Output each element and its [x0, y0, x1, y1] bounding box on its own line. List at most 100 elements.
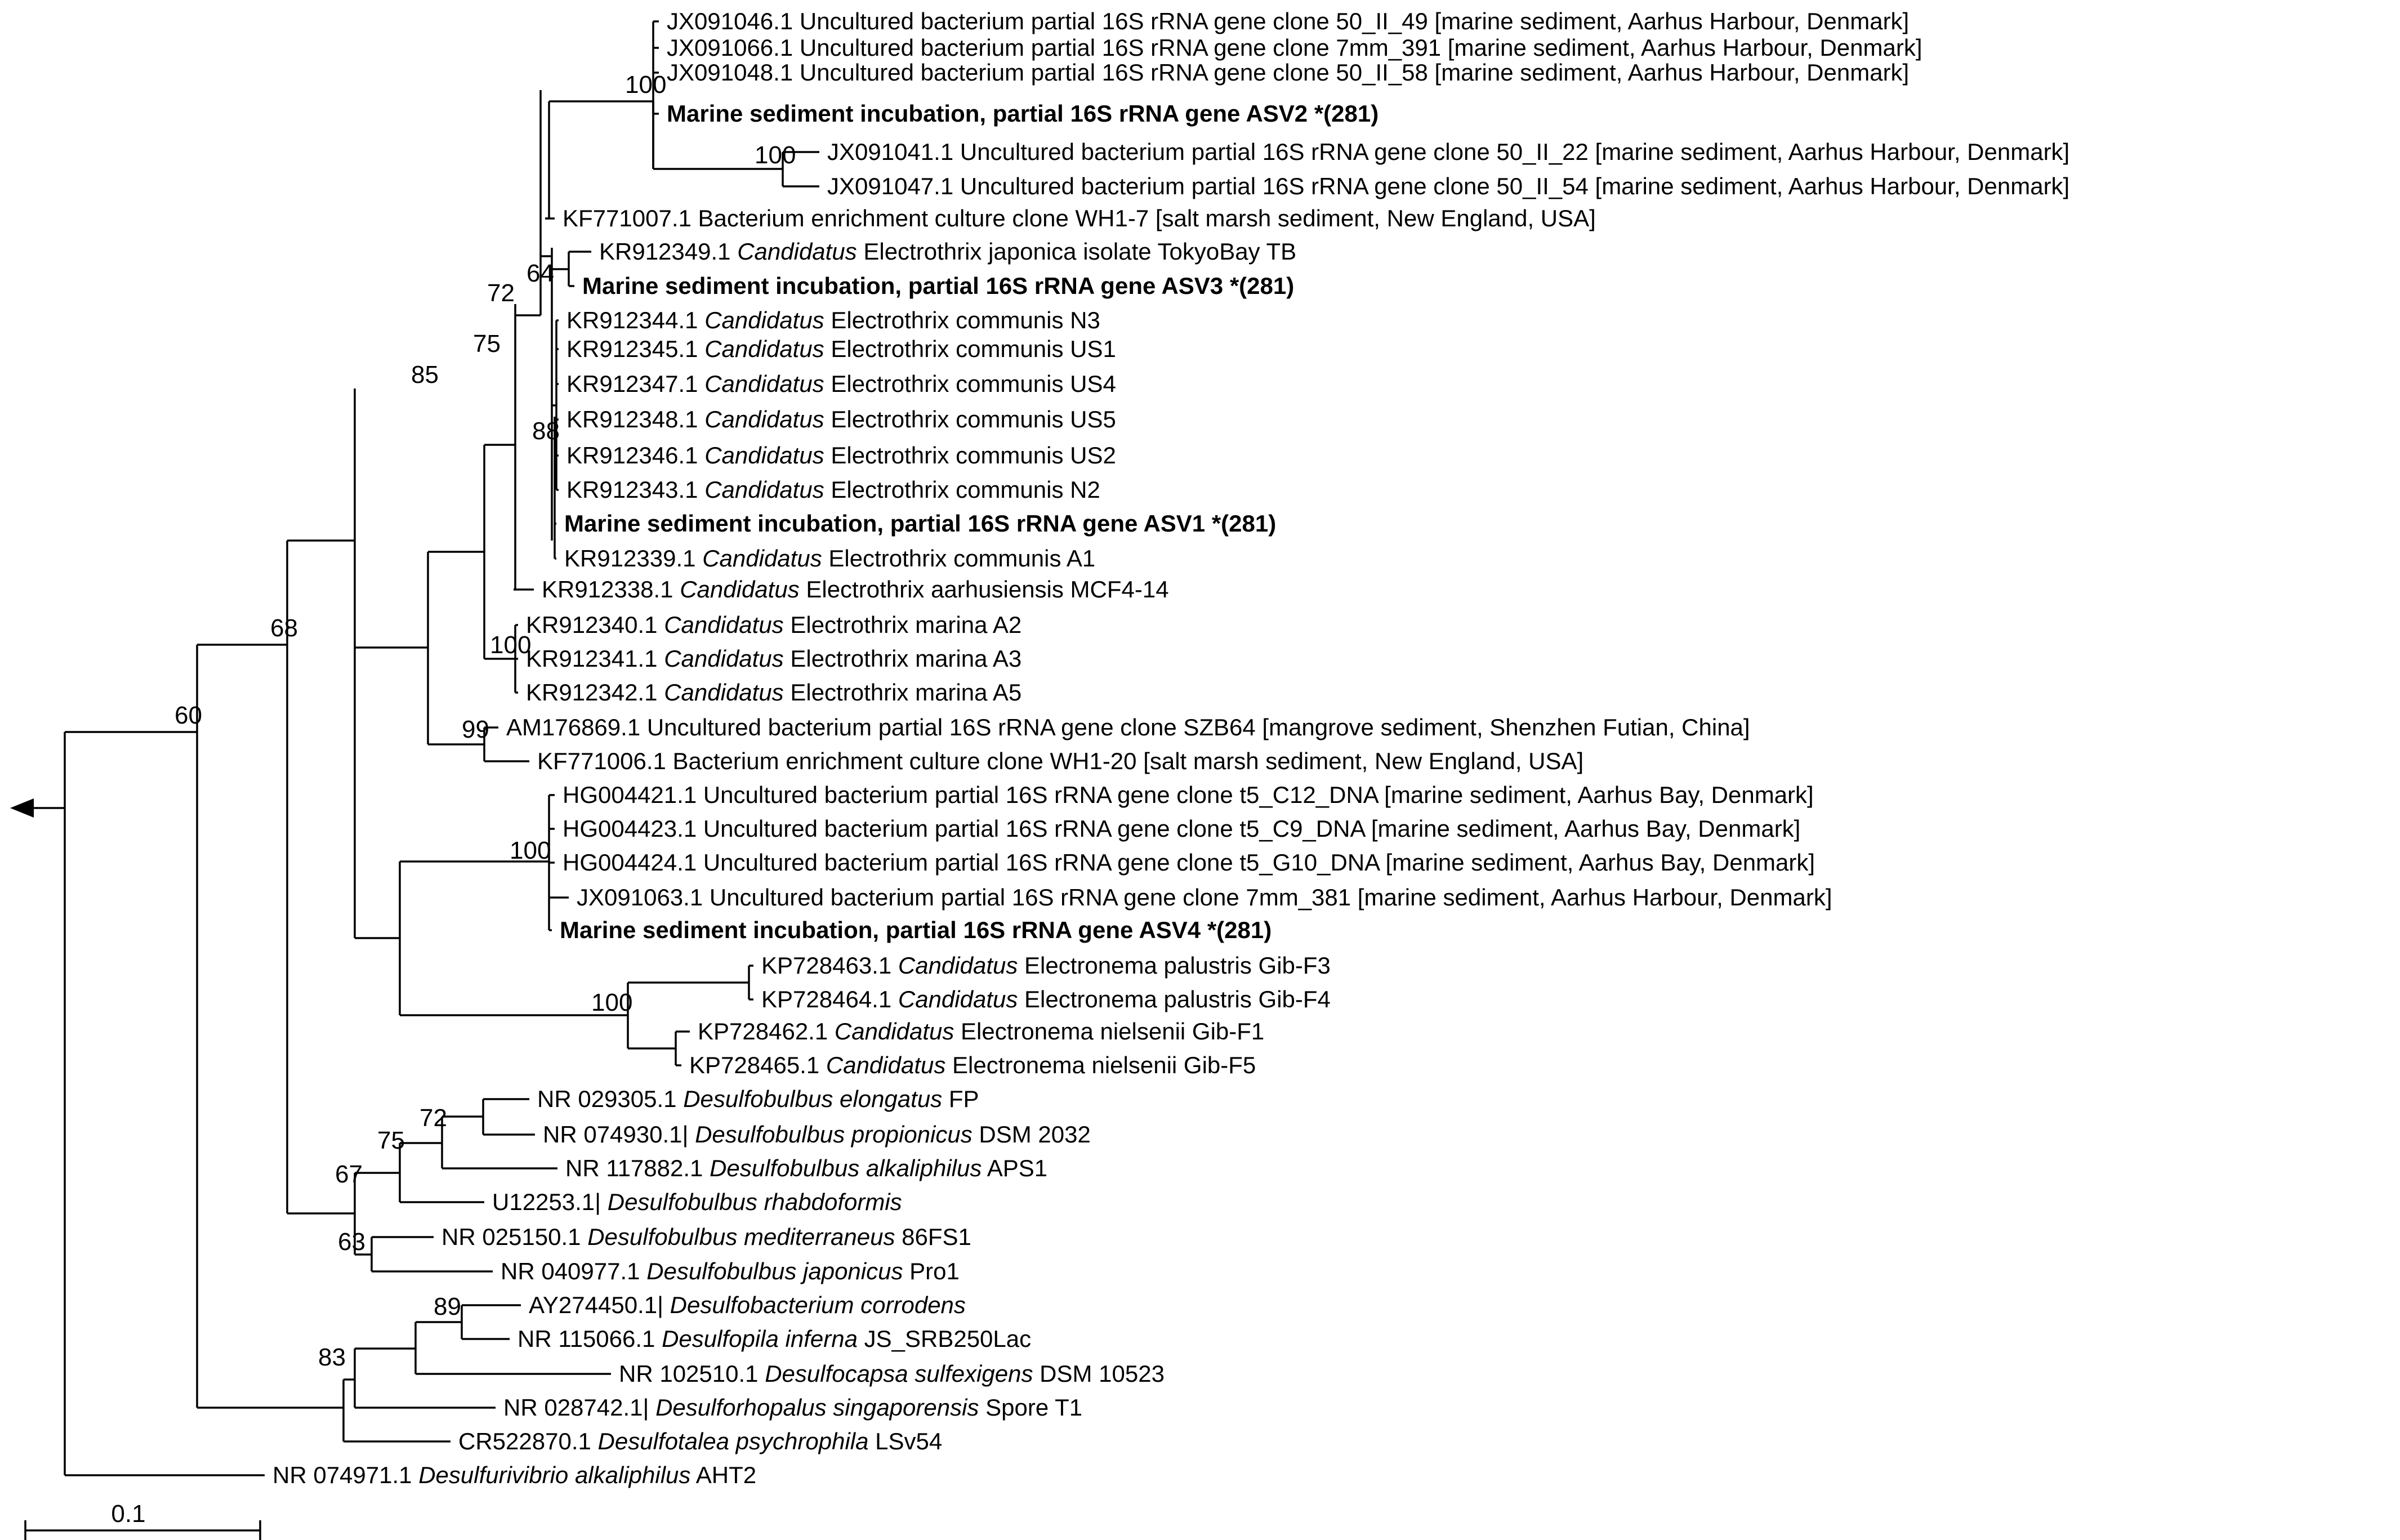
tip-label-kr912346: KR912346.1 Candidatus Electrothrix commu…	[566, 442, 1116, 468]
tip-label-segment: Candidatus	[680, 576, 799, 602]
tip-label-segment: Spore T1	[979, 1394, 1082, 1421]
tip-label-segment: Electrothrix communis US1	[824, 336, 1116, 362]
tip-label-kr912338: KR912338.1 Candidatus Electrothrix aarhu…	[542, 576, 1169, 602]
bootstrap-value: 100	[755, 141, 796, 169]
tip-label-segment: KR912349.1	[599, 238, 737, 265]
tip-label-segment: AM176869.1 Uncultured bacterium partial …	[506, 714, 1750, 740]
tip-label-segment: KF771006.1 Bacterium enrichment culture …	[537, 748, 1583, 774]
tip-label-segment: JX091066.1 Uncultured bacterium partial …	[667, 34, 1922, 61]
tip-label-segment: JS_SRB250Lac	[858, 1325, 1031, 1352]
tip-label-segment: Marine sediment incubation, partial 16S …	[560, 917, 1272, 943]
scale-bar: 0.1	[24, 1500, 261, 1540]
tip-label-nr028742: NR 028742.1| Desulforhopalus singaporens…	[503, 1394, 1082, 1421]
tip-label-jx091041: JX091041.1 Uncultured bacterium partial …	[827, 139, 2069, 165]
tip-label-segment: KR912344.1	[566, 307, 704, 333]
tip-label-kp728463: KP728463.1 Candidatus Electronema palust…	[761, 952, 1331, 979]
bootstrap-value: 60	[175, 702, 202, 729]
tip-label-segment: KR912346.1	[566, 442, 704, 468]
tip-label-segment: Electrothrix communis A1	[822, 545, 1096, 572]
tip-label-segment: KP728465.1	[689, 1052, 826, 1078]
tip-label-nr117882: NR 117882.1 Desulfobulbus alkaliphilus A…	[565, 1155, 1047, 1181]
bootstrap-value: 100	[591, 989, 632, 1016]
tip-label-segment: HG004423.1 Uncultured bacterium partial …	[563, 815, 1800, 842]
tip-label-segment: Candidatus	[704, 371, 824, 397]
tip-label-segment: NR 115066.1	[518, 1325, 662, 1352]
tip-label-segment: Desulfobulbus mediterraneus	[587, 1224, 895, 1250]
tip-label-segment: NR 102510.1	[619, 1360, 765, 1387]
bootstrap-value: 67	[335, 1160, 363, 1188]
tip-label-segment: KR912340.1	[526, 611, 664, 638]
tip-label-nr025150: NR 025150.1 Desulfobulbus mediterraneus …	[441, 1224, 971, 1250]
tip-label-segment: CR522870.1	[458, 1428, 598, 1454]
tip-label-cr522870: CR522870.1 Desulfotalea psychrophila LSv…	[458, 1428, 942, 1454]
tip-label-segment: Electrothrix communis US4	[824, 371, 1116, 397]
tip-label-segment: Candidatus	[664, 679, 783, 706]
tip-label-segment: Electrothrix communis US2	[824, 442, 1116, 468]
bootstrap-value: 83	[318, 1343, 346, 1371]
tip-label-segment: KR912343.1	[566, 476, 704, 503]
bootstrap-value: 75	[377, 1127, 405, 1154]
tip-label-hg004423: HG004423.1 Uncultured bacterium partial …	[563, 815, 1800, 842]
tip-label-segment: NR 074930.1|	[543, 1121, 695, 1148]
tip-label-segment: Desulforhopalus singaporensis	[655, 1394, 979, 1421]
root-arrow-icon	[10, 798, 65, 818]
bootstrap-value: 68	[270, 614, 298, 642]
tip-label-kr912349: KR912349.1 Candidatus Electrothrix japon…	[599, 238, 1296, 265]
tip-label-segment: Candidatus	[826, 1052, 945, 1078]
tip-label-segment: Desulfobulbus rhabdoformis	[608, 1189, 902, 1215]
tip-label-kf771006: KF771006.1 Bacterium enrichment culture …	[537, 748, 1583, 774]
tip-label-segment: KR912341.1	[526, 645, 664, 672]
tip-label-segment: Candidatus	[664, 645, 783, 672]
tip-label-kr912345: KR912345.1 Candidatus Electrothrix commu…	[566, 336, 1116, 362]
tip-label-segment: Desulfobulbus propionicus	[695, 1121, 973, 1148]
tip-label-asv3: Marine sediment incubation, partial 16S …	[582, 273, 1294, 299]
tip-label-segment: Electrothrix marina A3	[784, 645, 1022, 672]
tip-label-asv2: Marine sediment incubation, partial 16S …	[667, 100, 1379, 127]
tip-label-segment: FP	[942, 1086, 979, 1112]
tip-label-segment: DSM 10523	[1033, 1360, 1164, 1387]
tip-label-segment: Electrothrix marina A5	[784, 679, 1022, 706]
tip-label-segment: NR 074971.1	[273, 1462, 418, 1488]
tip-label-kr912344: KR912344.1 Candidatus Electrothrix commu…	[566, 307, 1100, 333]
tip-label-segment: Candidatus	[702, 545, 822, 572]
tip-label-kr912340: KR912340.1 Candidatus Electrothrix marin…	[526, 611, 1021, 638]
tip-label-segment: Desulfobacterium corrodens	[670, 1292, 966, 1318]
tip-label-segment: 86FS1	[895, 1224, 971, 1250]
tip-label-segment: JX091063.1 Uncultured bacterium partial …	[577, 884, 1832, 910]
tip-label-segment: Desulfopila inferna	[662, 1325, 858, 1352]
tip-label-kf771007: KF771007.1 Bacterium enrichment culture …	[563, 205, 1596, 231]
tip-label-segment: KR912342.1	[526, 679, 664, 706]
tip-label-segment: Candidatus	[898, 986, 1018, 1012]
tip-label-nr029305: NR 029305.1 Desulfobulbus elongatus FP	[537, 1086, 979, 1112]
tip-label-jx091066: JX091066.1 Uncultured bacterium partial …	[667, 34, 1922, 61]
tip-label-segment: KR912338.1	[542, 576, 680, 602]
tip-label-segment: NR 117882.1	[565, 1155, 710, 1181]
tip-label-kr912347: KR912347.1 Candidatus Electrothrix commu…	[566, 371, 1116, 397]
tip-label-segment: JX091047.1 Uncultured bacterium partial …	[827, 173, 2069, 199]
tip-label-segment: Electrothrix japonica isolate TokyoBay T…	[857, 238, 1297, 265]
tip-label-segment: Desulfurivibrio alkaliphilus	[418, 1462, 690, 1488]
tip-label-nr074971: NR 074971.1 Desulfurivibrio alkaliphilus…	[273, 1462, 756, 1488]
tip-label-segment: Marine sediment incubation, partial 16S …	[582, 273, 1294, 299]
tip-label-am176869: AM176869.1 Uncultured bacterium partial …	[506, 714, 1750, 740]
tip-label-segment: KP728462.1	[698, 1018, 835, 1044]
tip-label-segment: Desulfotalea psychrophila	[598, 1428, 869, 1454]
tree-labels: JX091046.1 Uncultured bacterium partial …	[175, 8, 2069, 1488]
tip-label-jx091047: JX091047.1 Uncultured bacterium partial …	[827, 173, 2069, 199]
tip-label-segment: Candidatus	[704, 336, 824, 362]
bootstrap-value: 88	[532, 417, 560, 445]
tip-label-segment: Desulfobulbus japonicus	[646, 1258, 903, 1284]
tip-label-segment: Pro1	[903, 1258, 959, 1284]
tip-label-kp728464: KP728464.1 Candidatus Electronema palust…	[761, 986, 1331, 1012]
tip-label-segment: KR912345.1	[566, 336, 704, 362]
tip-label-segment: Marine sediment incubation, partial 16S …	[564, 510, 1276, 537]
bootstrap-value: 85	[411, 361, 439, 389]
tip-label-segment: Electronema palustris Gib-F4	[1018, 986, 1331, 1012]
tip-label-segment: AY274450.1|	[529, 1292, 670, 1318]
tip-label-kr912343: KR912343.1 Candidatus Electrothrix commu…	[566, 476, 1100, 503]
bootstrap-value: 100	[625, 71, 666, 99]
tip-label-segment: Desulfobulbus elongatus	[683, 1086, 942, 1112]
tip-label-segment: Electronema nielsenii Gib-F5	[945, 1052, 1256, 1078]
tip-label-segment: APS1	[982, 1155, 1047, 1181]
